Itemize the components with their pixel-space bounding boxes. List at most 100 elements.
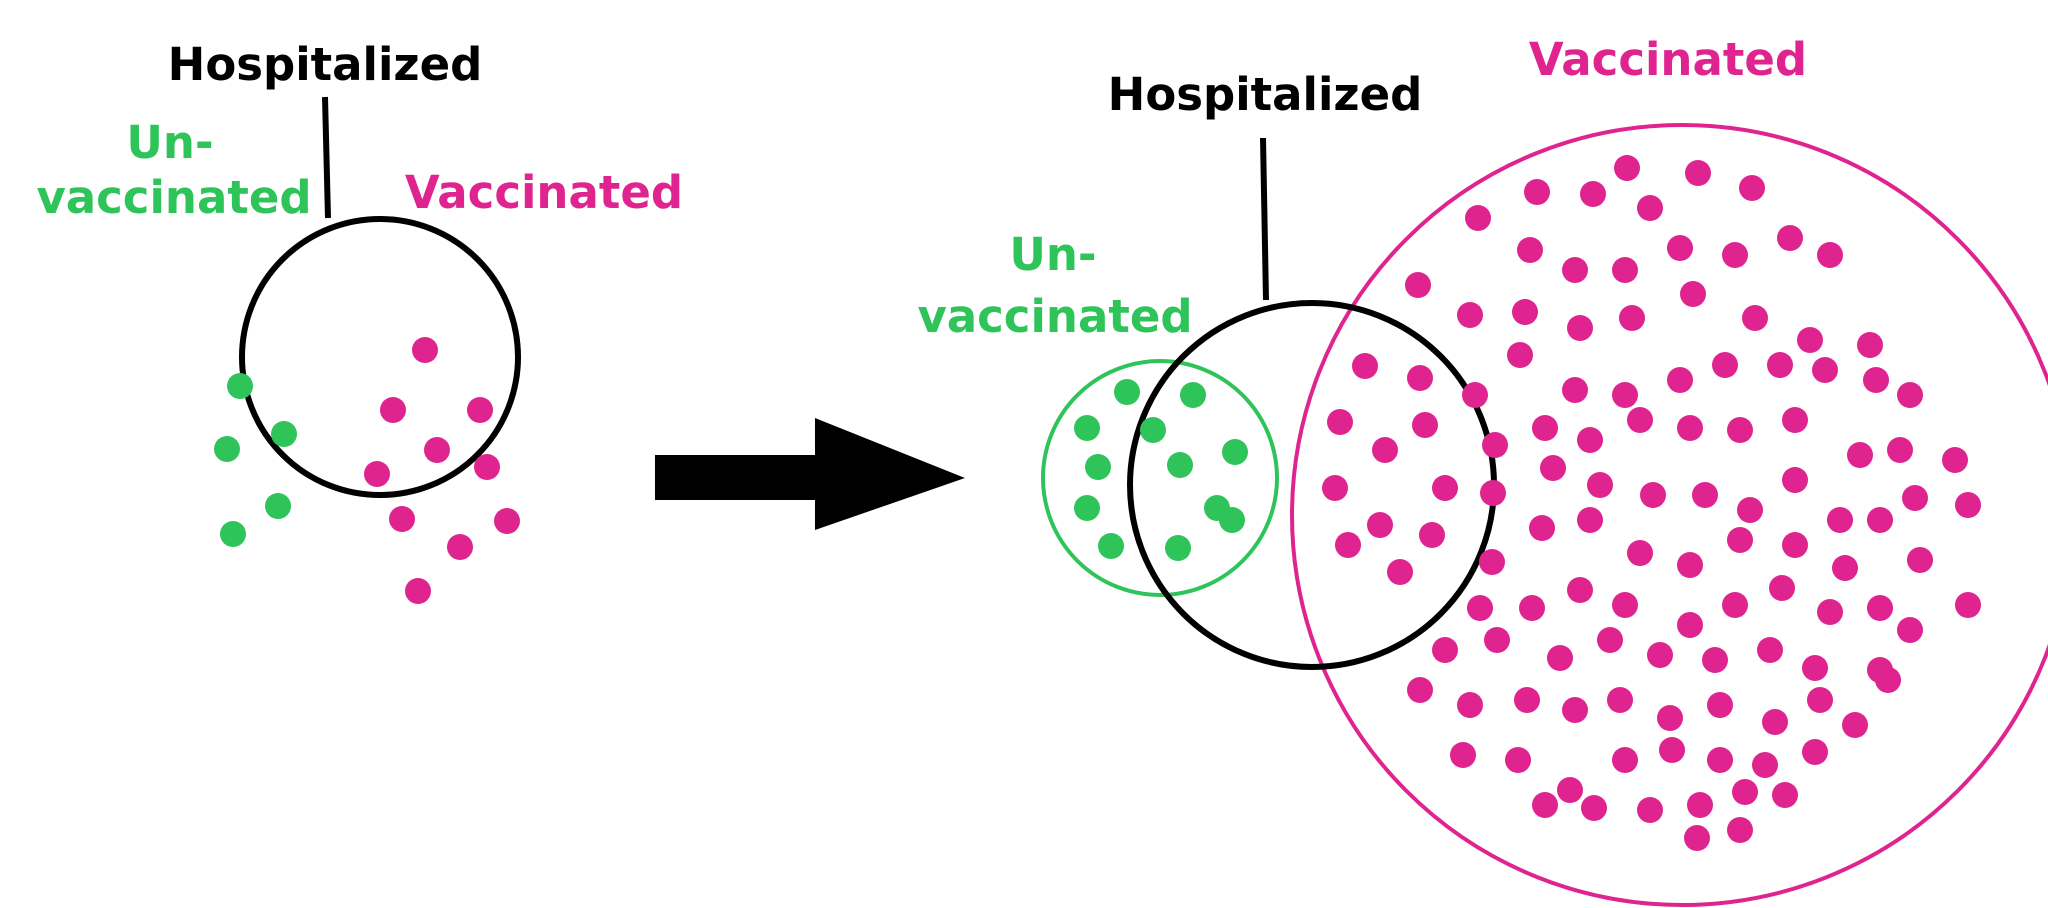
unvaccinated-dot xyxy=(214,436,240,462)
vaccinated-dot xyxy=(1322,475,1348,501)
unvaccinated-dot xyxy=(1114,379,1140,405)
vaccinated-dot xyxy=(1692,482,1718,508)
vaccinated-dot xyxy=(1802,655,1828,681)
unvaccinated-dot xyxy=(227,373,253,399)
vaccinated-dot xyxy=(1722,242,1748,268)
vaccinated-dot xyxy=(474,454,500,480)
vaccinated-dot xyxy=(1707,692,1733,718)
right-unvaccinated-label-line2: vaccinated xyxy=(917,290,1192,343)
vaccinated-dot xyxy=(1372,437,1398,463)
right-dots xyxy=(1074,155,1981,851)
vaccinated-dot xyxy=(1587,472,1613,498)
vaccinated-dot xyxy=(1407,677,1433,703)
vaccinated-dot xyxy=(1637,797,1663,823)
right-arrow-icon xyxy=(655,418,965,530)
vaccinated-dot xyxy=(1457,302,1483,328)
unvaccinated-dot xyxy=(265,493,291,519)
right-vaccinated-circle xyxy=(1290,123,2048,907)
vaccinated-dot xyxy=(1467,595,1493,621)
vaccinated-dot xyxy=(1782,467,1808,493)
vaccinated-dot xyxy=(1562,257,1588,283)
right-unvaccinated-label-line1: Un- xyxy=(1009,228,1096,281)
vaccinated-dot xyxy=(1482,432,1508,458)
vaccinated-dot xyxy=(1702,647,1728,673)
left-unvaccinated-label-line1: Un- xyxy=(126,116,213,169)
unvaccinated-dot xyxy=(1074,415,1100,441)
vaccinated-dot xyxy=(1832,555,1858,581)
right-hospitalized-label: Hospitalized xyxy=(1108,68,1423,121)
vaccinated-dot xyxy=(1817,242,1843,268)
vaccinated-dot xyxy=(1484,627,1510,653)
unvaccinated-dot xyxy=(1219,507,1245,533)
vaccinated-dot xyxy=(1612,382,1638,408)
vaccinated-dot xyxy=(1627,540,1653,566)
vaccinated-dot xyxy=(1863,367,1889,393)
vaccinated-dot xyxy=(1897,617,1923,643)
unvaccinated-dot xyxy=(220,521,246,547)
vaccinated-dot xyxy=(1612,592,1638,618)
vaccinated-dot xyxy=(1817,599,1843,625)
vaccinated-dot xyxy=(1512,299,1538,325)
vaccinated-dot xyxy=(1532,792,1558,818)
right-unvaccinated-circle xyxy=(1041,359,1279,597)
vaccinated-dot xyxy=(447,534,473,560)
vaccinated-dot xyxy=(1581,795,1607,821)
vaccinated-dot xyxy=(1867,657,1893,683)
vaccinated-dot xyxy=(1627,407,1653,433)
left-hospitalized-pointer xyxy=(322,96,331,219)
vaccinated-dot xyxy=(1847,442,1873,468)
vaccinated-dot xyxy=(1907,547,1933,573)
vaccinated-dot xyxy=(1412,412,1438,438)
unvaccinated-dot xyxy=(1180,382,1206,408)
vaccinated-dot xyxy=(494,508,520,534)
vaccinated-dot xyxy=(412,337,438,363)
vaccinated-dot xyxy=(1842,712,1868,738)
vaccinated-dot xyxy=(1727,417,1753,443)
vaccinated-dot xyxy=(1480,480,1506,506)
vaccinated-dot xyxy=(1812,357,1838,383)
unvaccinated-dot xyxy=(1074,495,1100,521)
vaccinated-dot xyxy=(1739,175,1765,201)
vaccinated-dot xyxy=(1432,475,1458,501)
vaccinated-dot xyxy=(1857,332,1883,358)
vaccinated-dot xyxy=(1722,592,1748,618)
vaccinated-dot xyxy=(1597,627,1623,653)
vaccinated-dot xyxy=(1807,687,1833,713)
left-hospitalized-label: Hospitalized xyxy=(168,38,483,91)
vaccinated-dot xyxy=(1432,637,1458,663)
vaccinated-dot xyxy=(1657,705,1683,731)
vaccinated-dot xyxy=(1707,747,1733,773)
vaccinated-dot xyxy=(1797,327,1823,353)
left-hospitalized-circle xyxy=(239,216,521,498)
vaccinated-dot xyxy=(1562,697,1588,723)
unvaccinated-dot xyxy=(1165,535,1191,561)
unvaccinated-dot xyxy=(271,421,297,447)
vaccinated-dot xyxy=(1524,179,1550,205)
right-vaccinated-label: Vaccinated xyxy=(1529,33,1807,86)
vaccinated-dot xyxy=(1614,155,1640,181)
unvaccinated-dot xyxy=(1140,417,1166,443)
unvaccinated-dot xyxy=(1222,439,1248,465)
vaccinated-dot xyxy=(1777,225,1803,251)
vaccinated-dot xyxy=(1827,507,1853,533)
vaccinated-dot xyxy=(1514,687,1540,713)
vaccinated-dot xyxy=(1727,527,1753,553)
vaccinated-dot xyxy=(1902,485,1928,511)
vaccinated-dot xyxy=(1757,637,1783,663)
vaccinated-dot xyxy=(1680,281,1706,307)
vaccinated-dot xyxy=(1562,377,1588,403)
vaccinated-dot xyxy=(1557,777,1583,803)
vaccinated-dot xyxy=(1772,782,1798,808)
vaccinated-dot xyxy=(1607,687,1633,713)
vaccinated-dot xyxy=(1782,532,1808,558)
vaccinated-dot xyxy=(1619,305,1645,331)
vaccinated-dot xyxy=(1955,592,1981,618)
vaccinated-dot xyxy=(1405,272,1431,298)
vaccinated-dot xyxy=(405,578,431,604)
unvaccinated-dot xyxy=(1167,452,1193,478)
vaccinated-dot xyxy=(1867,595,1893,621)
vaccinated-dot xyxy=(380,397,406,423)
vaccinated-dot xyxy=(1667,235,1693,261)
unvaccinated-dot xyxy=(1098,533,1124,559)
vaccinated-dot xyxy=(1727,817,1753,843)
